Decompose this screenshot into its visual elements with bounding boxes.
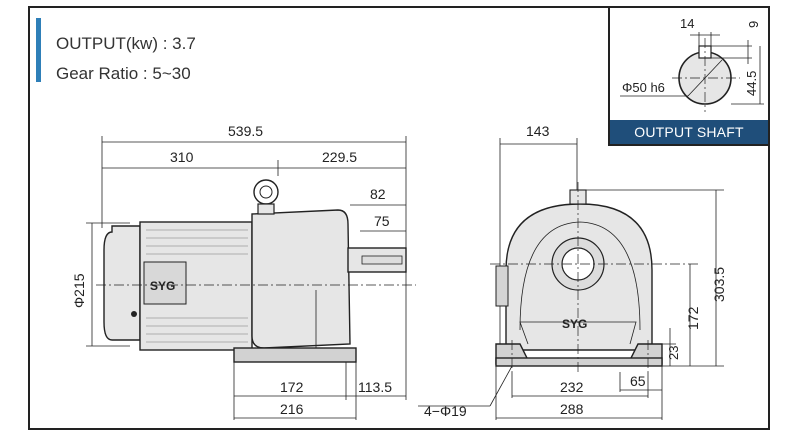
shaft-diameter-dim: Φ50 h6 [622,80,665,95]
output-spec: OUTPUT(kw) : 3.7 [56,34,196,53]
key-width-dim: 14 [680,16,694,31]
accent-bar [36,18,41,82]
output-shaft-inset: 14 9 44.5 Φ50 h6 OUTPUT SHAFT [608,8,768,146]
output-shaft-label: OUTPUT SHAFT [610,120,768,144]
key-depth-dim: 9 [746,21,761,28]
shaft-height-dim: 44.5 [744,71,759,96]
output-shaft-drawing: 14 9 44.5 Φ50 h6 [620,16,764,112]
gear-ratio-spec: Gear Ratio : 5~30 [56,64,191,83]
